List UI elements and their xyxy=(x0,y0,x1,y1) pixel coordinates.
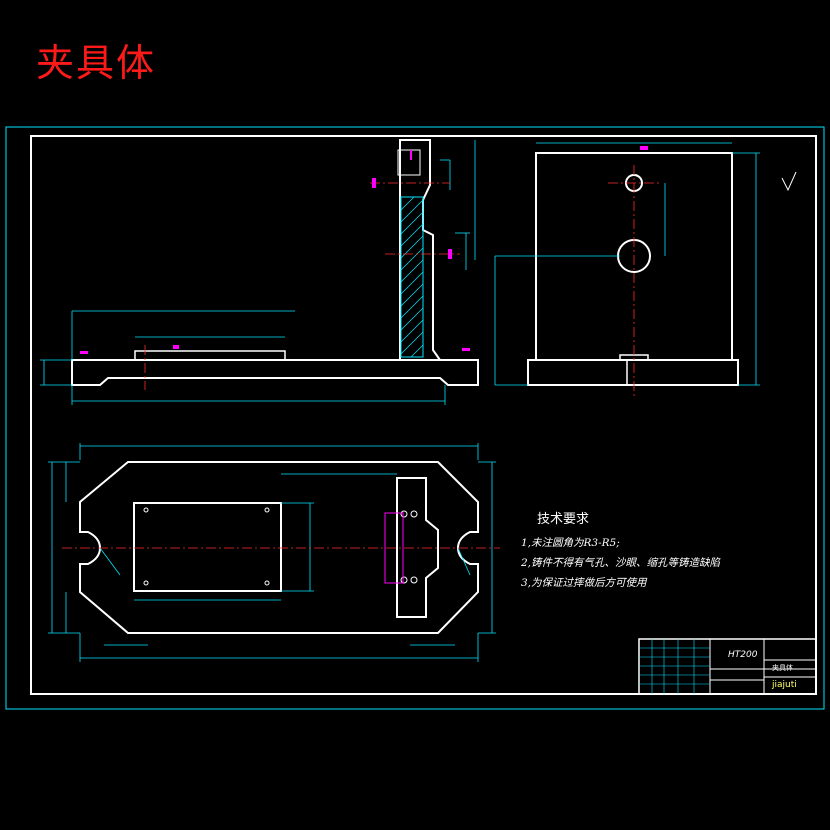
technical-requirements: 技术要求 1,未注圆角为R3-R5; 2,铸件不得有气孔、沙眼、缩孔等铸造缺陷 … xyxy=(521,508,720,593)
part-name: 夹具体 xyxy=(772,664,793,672)
drawing-code: jiajuti xyxy=(772,680,797,690)
title-block xyxy=(638,638,817,695)
drawing-title: 夹具体 xyxy=(36,41,157,85)
tech-req-header: 技术要求 xyxy=(537,512,590,527)
material-label: HT200 xyxy=(728,650,758,660)
top-view xyxy=(48,443,500,662)
tech-req-item: 1,未注圆角为R3-R5; xyxy=(521,537,620,549)
inner-frame xyxy=(30,135,817,695)
tech-req-item: 3,为保证过摔做后方可使用 xyxy=(521,577,647,589)
tech-req-item: 2,铸件不得有气孔、沙眼、缩孔等铸造缺陷 xyxy=(521,557,721,569)
outer-frame xyxy=(5,126,825,710)
side-view xyxy=(494,142,797,398)
front-view xyxy=(40,139,479,405)
section-hatch xyxy=(400,196,424,358)
